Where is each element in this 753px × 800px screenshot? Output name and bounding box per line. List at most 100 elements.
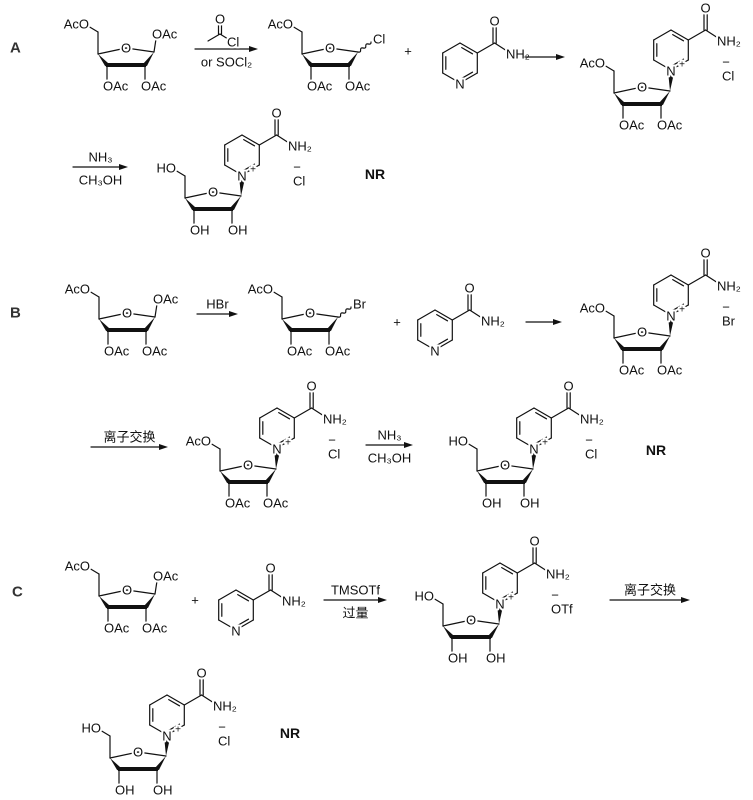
pyridine-ring-bond bbox=[434, 339, 453, 351]
ring-bond bbox=[125, 47, 155, 53]
pyridine-ring-bond bbox=[653, 29, 672, 41]
reaction-arrow-head bbox=[229, 311, 238, 317]
anion-charge-label: − bbox=[722, 55, 730, 70]
ring-oxygen-label: O bbox=[466, 613, 476, 628]
chlorine-label: Cl bbox=[227, 35, 239, 50]
amide-oxygen-label: O bbox=[530, 534, 540, 549]
pyridine-ring-bond bbox=[259, 407, 278, 419]
reagent-above-label: 离子交换 bbox=[624, 583, 676, 598]
amide-nh2-label: NH₂ bbox=[288, 139, 312, 154]
pyridine-ring-bond bbox=[533, 407, 552, 419]
c3-carbonyl-bond bbox=[183, 694, 203, 706]
c5-substituent-label: AcO bbox=[65, 282, 90, 297]
section-label: C bbox=[12, 584, 23, 601]
counter-anion-label: OTf bbox=[551, 602, 573, 617]
c5-substituent-label: HO bbox=[415, 589, 435, 604]
c1-substituent-label: OAc bbox=[153, 569, 179, 584]
pyridine-ring-bond bbox=[417, 309, 436, 321]
pyridine-nitrogen-label: N bbox=[272, 442, 281, 457]
positive-charge-label: + bbox=[679, 60, 685, 71]
plus-sign: + bbox=[404, 44, 412, 59]
pyridine-ring-bond bbox=[533, 437, 552, 449]
c3-substituent-label: OAc bbox=[619, 118, 645, 133]
wavy-anomeric-bond bbox=[337, 306, 352, 318]
reagent-below-label: or SOCl₂ bbox=[201, 55, 252, 70]
product-label-nr: NR bbox=[280, 725, 300, 741]
amide-nh2-label: NH₂ bbox=[213, 699, 237, 714]
pyridine-ring-bond bbox=[166, 724, 185, 736]
pyridine-nitrogen-label: N bbox=[430, 344, 439, 359]
ring-bond bbox=[219, 464, 249, 472]
c2-substituent-label: OAc bbox=[142, 621, 168, 636]
reaction-arrow-head bbox=[159, 444, 168, 450]
anion-charge-label: − bbox=[328, 433, 336, 448]
reaction-arrow: 离子交换 bbox=[609, 583, 690, 603]
ring-wedge-bond bbox=[327, 317, 338, 332]
c5-substituent-label: AcO bbox=[65, 559, 90, 574]
oxygen-label: O bbox=[215, 12, 225, 27]
ring-wedge-bond bbox=[143, 52, 154, 67]
positive-charge-label: + bbox=[175, 725, 181, 736]
c3-carbonyl-bond bbox=[252, 589, 272, 601]
positive-charge-label: + bbox=[285, 438, 291, 449]
amide-nh2-label: NH₂ bbox=[481, 314, 505, 329]
pyridine-inner-double-bond bbox=[672, 278, 685, 287]
pyridine-ring-bond bbox=[499, 562, 518, 574]
counter-anion-label: Br bbox=[722, 314, 736, 329]
pyridine-inner-double-bond bbox=[278, 411, 291, 420]
pyridine-inner-double-bond bbox=[243, 163, 256, 172]
ring-wedge-bond bbox=[488, 624, 499, 639]
amide-cn-bond bbox=[276, 134, 290, 144]
positive-charge-label: + bbox=[542, 438, 548, 449]
c2-substituent-label: OAc bbox=[142, 344, 168, 359]
reagent-below-label: CH₃OH bbox=[79, 173, 123, 188]
pyridine-nitrogen-label: N bbox=[666, 64, 675, 79]
methyl-bond bbox=[207, 33, 221, 42]
ring-bond bbox=[641, 331, 671, 337]
reaction-arrow-head bbox=[681, 597, 690, 603]
c3-substituent-label: OAc bbox=[619, 363, 645, 378]
pyridine-ring-bond bbox=[442, 42, 461, 54]
reagent-above-label: NH₃ bbox=[377, 428, 401, 443]
ring-oxygen-label: O bbox=[208, 185, 218, 200]
ring-oxygen-label: O bbox=[122, 306, 132, 321]
c5-o-bond bbox=[603, 64, 615, 72]
reaction-arrow-head bbox=[119, 164, 128, 170]
ring-bond bbox=[641, 86, 671, 92]
acetyl-chloride-structure: OCl bbox=[207, 10, 241, 52]
pyridine-ring-bond bbox=[442, 72, 461, 84]
amide-cn-bond bbox=[311, 407, 325, 417]
glycosidic-wedge-bond bbox=[497, 607, 503, 624]
reagent-above-label: HBr bbox=[206, 297, 229, 312]
ring-oxygen-label: O bbox=[637, 325, 647, 340]
pyridine-nitrogen-label: N bbox=[666, 309, 675, 324]
pyridine-inner-double-bond bbox=[501, 591, 514, 600]
c3-substituent-label: OH bbox=[115, 783, 135, 798]
pyridine-inner-double-bond bbox=[278, 436, 291, 445]
product-label-nr: NR bbox=[365, 166, 385, 182]
ring-wedge-bond bbox=[659, 336, 670, 351]
ring-bond bbox=[212, 191, 242, 197]
c-cl-bond bbox=[219, 33, 229, 40]
c1-o-bond bbox=[154, 580, 158, 595]
ring-bond bbox=[329, 47, 359, 53]
c5-o-bond bbox=[603, 309, 615, 317]
ring-wedge-bond bbox=[522, 469, 533, 484]
reaction-arrow bbox=[525, 319, 562, 325]
reaction-arrow-head bbox=[404, 442, 413, 448]
c5-o-bond bbox=[87, 25, 99, 33]
reaction-arrow: HBr bbox=[196, 297, 238, 317]
pyridine-ring-bond bbox=[276, 407, 295, 419]
amide-nh2-label: NH₂ bbox=[717, 34, 741, 49]
